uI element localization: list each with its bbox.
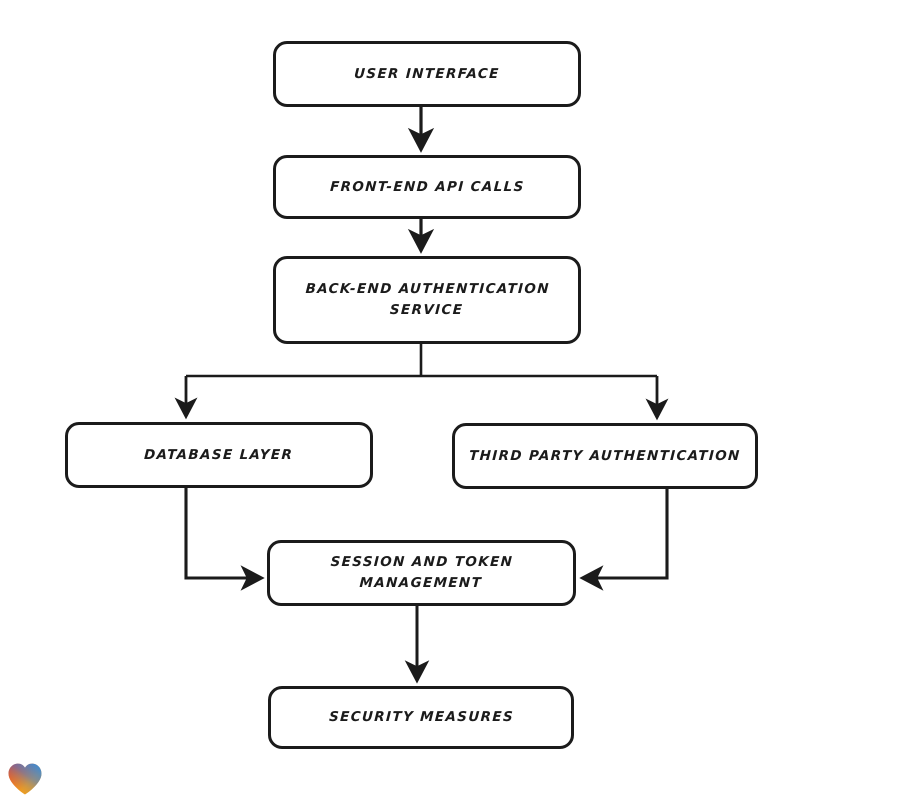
edge-backend-branch-stem bbox=[186, 344, 657, 378]
node-backend-authentication-service-label: Back-End Authentication Service bbox=[305, 281, 551, 318]
node-user-interface-label: User Interface bbox=[353, 65, 501, 82]
edge-database-to-session bbox=[184, 488, 265, 591]
edge-third-party-to-session bbox=[579, 489, 669, 591]
node-database-layer[interactable]: Database Layer bbox=[65, 422, 373, 488]
node-third-party-authentication-label: Third Party Authentication bbox=[468, 447, 742, 464]
node-frontend-api-calls-label: Front-End API Calls bbox=[329, 178, 525, 195]
node-user-interface[interactable]: User Interface bbox=[273, 41, 581, 107]
node-frontend-api-calls[interactable]: Front-End API Calls bbox=[273, 155, 581, 219]
node-security-measures[interactable]: Security Measures bbox=[268, 686, 574, 749]
node-session-and-token-management[interactable]: Session and Token Management bbox=[267, 540, 576, 606]
node-session-and-token-management-label: Session and Token Management bbox=[330, 554, 514, 591]
node-database-layer-label: Database Layer bbox=[144, 446, 295, 463]
node-third-party-authentication[interactable]: Third Party Authentication bbox=[452, 423, 758, 489]
node-backend-authentication-service[interactable]: Back-End Authentication Service bbox=[273, 256, 581, 344]
node-security-measures-label: Security Measures bbox=[328, 709, 514, 726]
heart-icon bbox=[8, 763, 42, 795]
